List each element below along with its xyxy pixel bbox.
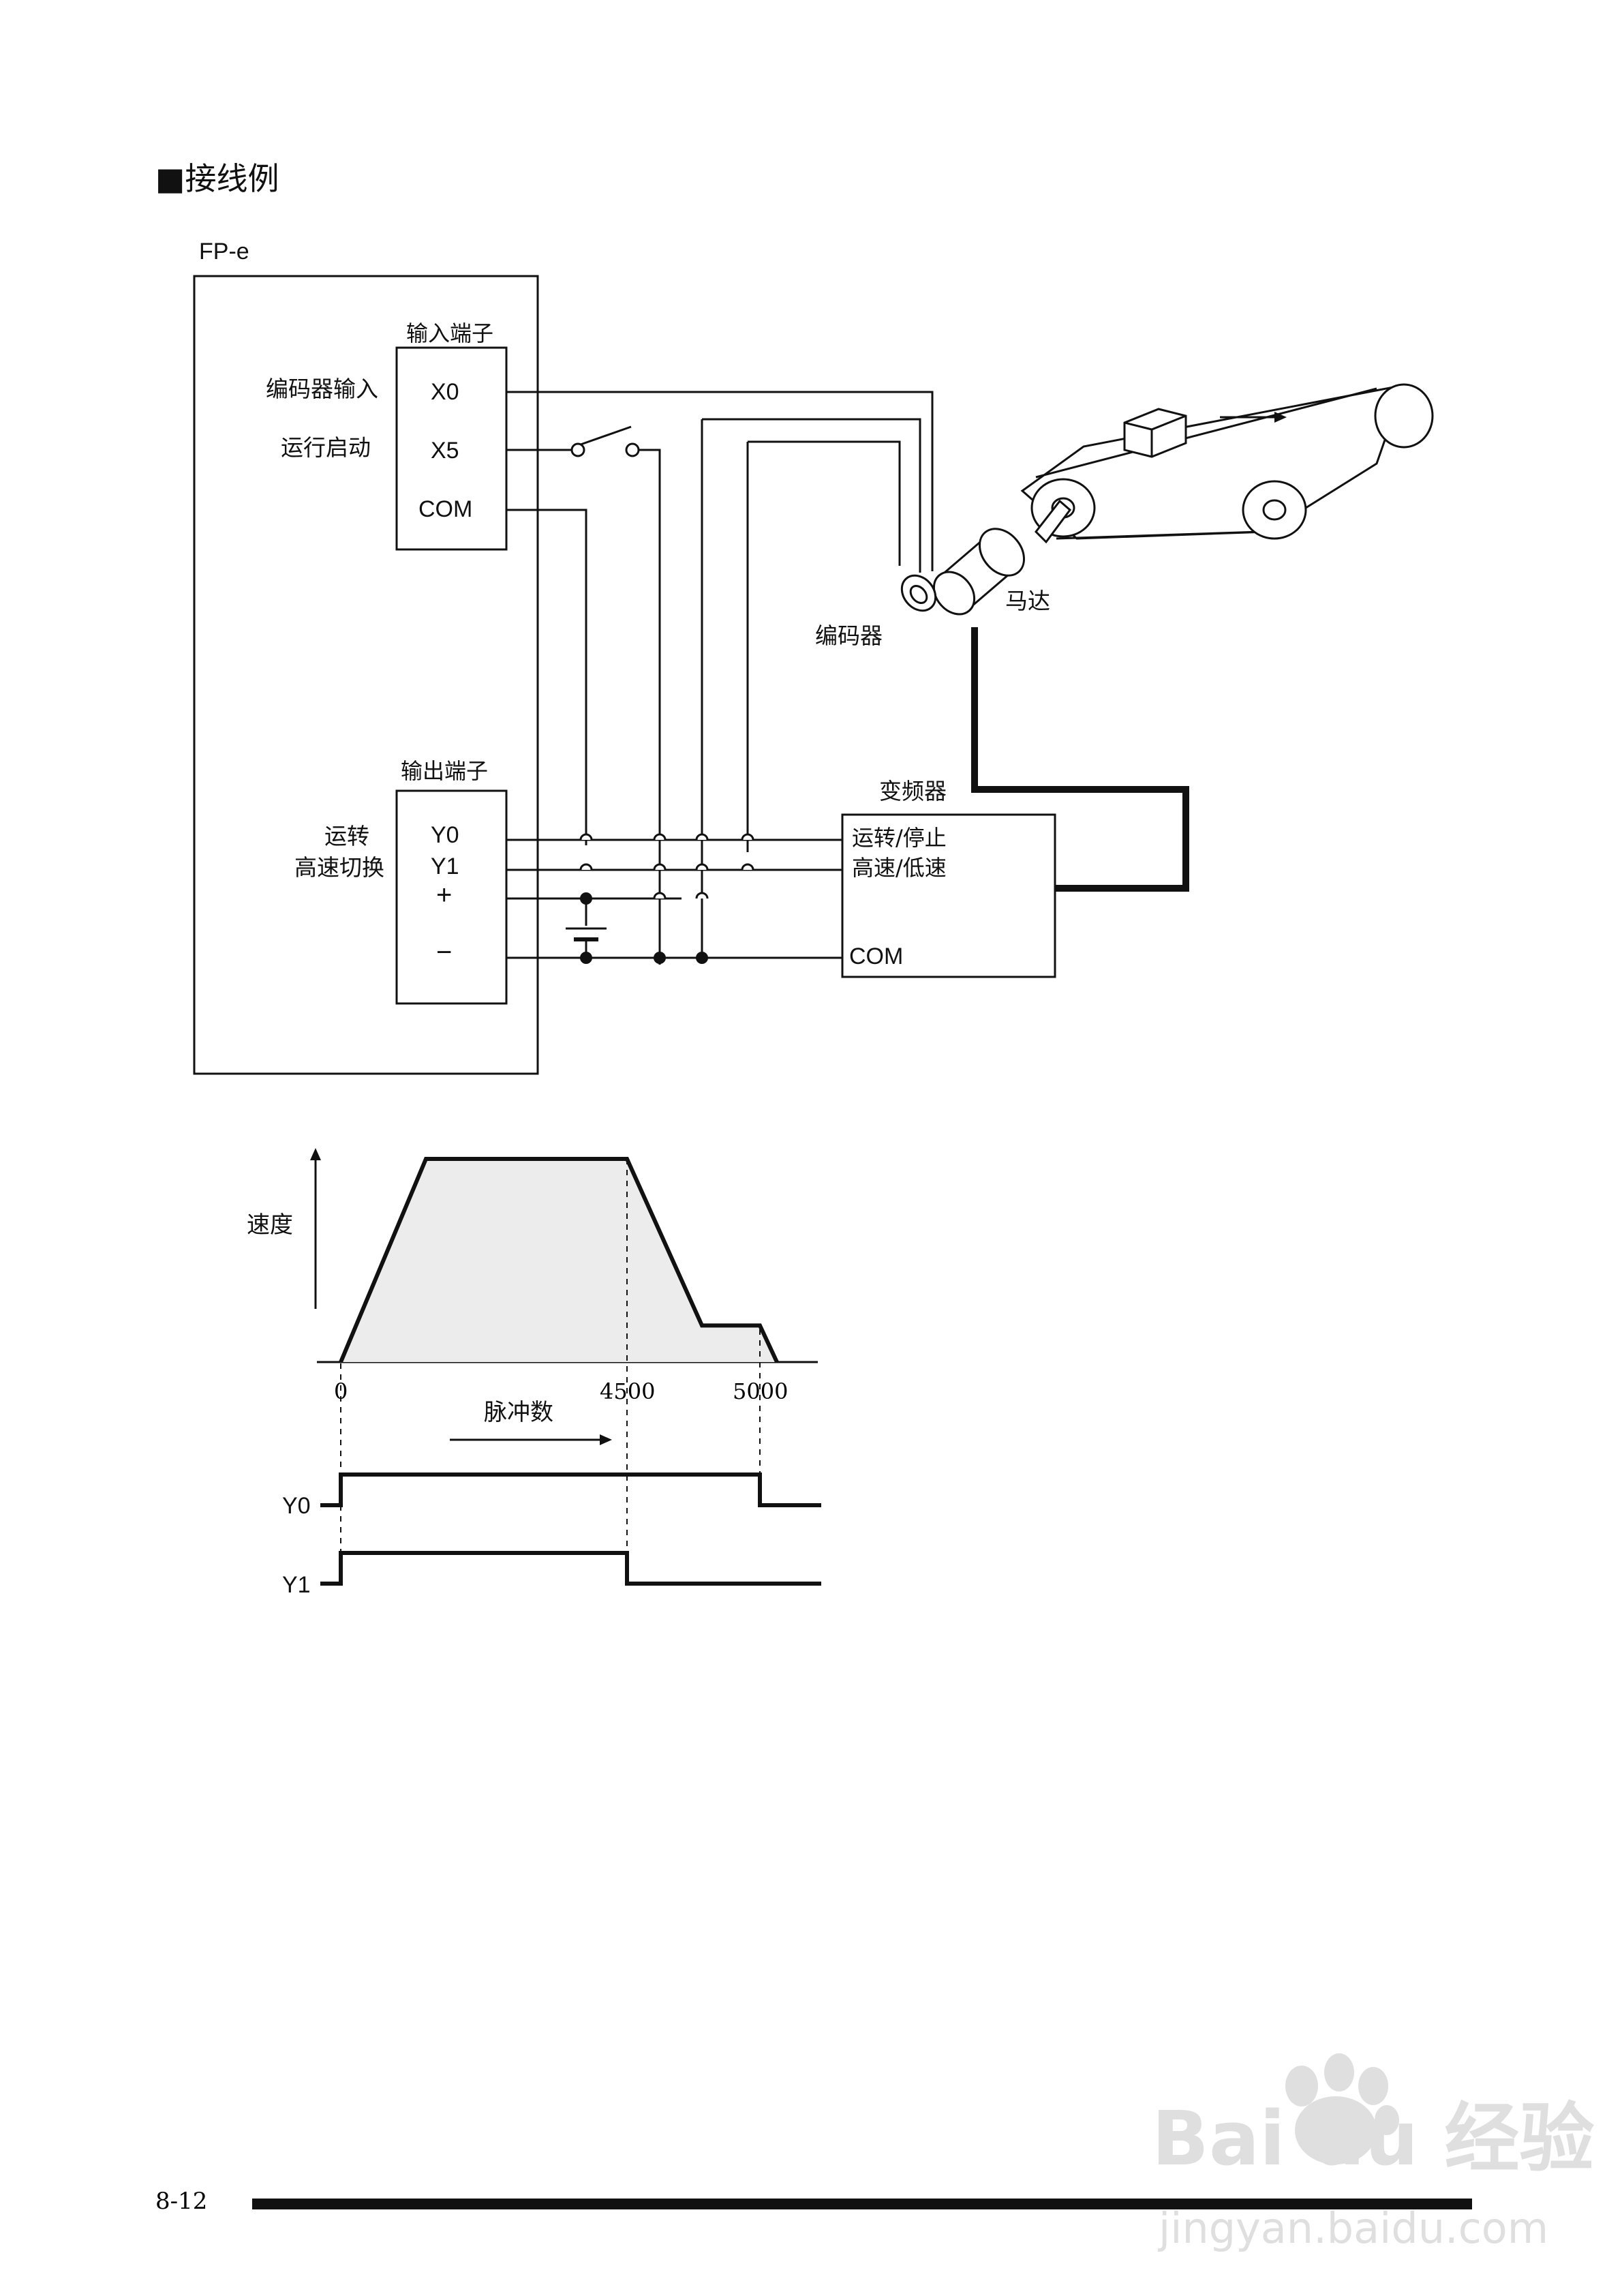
inverter-box	[841, 813, 1056, 978]
encoder-label: 编码器	[815, 622, 883, 649]
pulse-arrow-head	[600, 1434, 612, 1445]
watermark-url: jingyan.baidu.com	[1157, 2203, 1548, 2253]
motor-power-cable	[971, 627, 1189, 892]
wire-x5-b	[639, 449, 661, 965]
wire-x0-encoder	[506, 391, 934, 571]
label-run: 运转	[324, 823, 369, 849]
terminal-plus: +	[436, 880, 452, 910]
motor-label: 马达	[1005, 588, 1050, 614]
x-tick-label: 5000	[733, 1378, 788, 1404]
plc-box	[193, 275, 539, 1075]
crossovers	[579, 833, 754, 899]
wiring	[506, 391, 934, 965]
plc-name: FP-e	[199, 239, 249, 265]
label-run-start: 运行启动	[281, 434, 371, 461]
watermark-brand: Bai du 经验	[1152, 2095, 1594, 2182]
x-tick-label: 0	[334, 1378, 348, 1404]
speed-profile-line	[339, 1157, 779, 1363]
footer-rule	[252, 2199, 1472, 2209]
terminal-y1: Y1	[431, 854, 459, 879]
terminal-minus: −	[436, 937, 452, 967]
inverter-run-stop: 运转/停止	[852, 825, 947, 851]
terminal-y0: Y0	[431, 822, 459, 848]
speed-axis-arrow	[310, 1148, 321, 1160]
label-high-speed-switch: 高速切换	[294, 854, 384, 881]
wire-encoder-1	[702, 418, 921, 573]
motor-icon	[900, 499, 1072, 616]
input-block	[395, 346, 508, 551]
terminal-x5: X5	[431, 438, 459, 464]
inverter-title: 变频器	[879, 778, 947, 804]
label-encoder-input: 编码器输入	[266, 376, 378, 402]
direction-arrow-icon	[1220, 412, 1287, 423]
input-block-title: 输入端子	[406, 320, 493, 346]
signal-y1-label: Y1	[282, 1572, 311, 1598]
paw-logo-icon	[1285, 2053, 1399, 2164]
wire-com-in	[506, 509, 587, 845]
speed-label: 速度	[247, 1211, 293, 1239]
signal-y1-wave	[320, 1551, 821, 1586]
signal-y0-wave	[320, 1472, 821, 1507]
package-icon	[1123, 408, 1187, 458]
battery	[566, 898, 607, 958]
section-title: ■接线例	[155, 160, 279, 197]
pulse-label: 脉冲数	[484, 1399, 553, 1426]
page-number: 8-12	[155, 2188, 207, 2215]
conveyor	[1020, 383, 1434, 540]
output-block-title: 输出端子	[401, 758, 488, 784]
inverter-high-low: 高速/低速	[852, 855, 947, 881]
wire-encoder-2	[748, 440, 901, 566]
start-switch	[570, 425, 640, 457]
speed-profile-fill	[341, 1159, 777, 1362]
signal-y0-label: Y0	[282, 1493, 311, 1519]
output-block	[395, 789, 508, 1005]
terminal-com-in: COM	[418, 496, 472, 522]
terminal-x0: X0	[431, 379, 459, 405]
inverter-com: COM	[849, 943, 903, 969]
baidu-watermark: Bai du 经验 jingyan.baidu.com	[1152, 2053, 1594, 2253]
junction-nodes	[580, 892, 708, 964]
